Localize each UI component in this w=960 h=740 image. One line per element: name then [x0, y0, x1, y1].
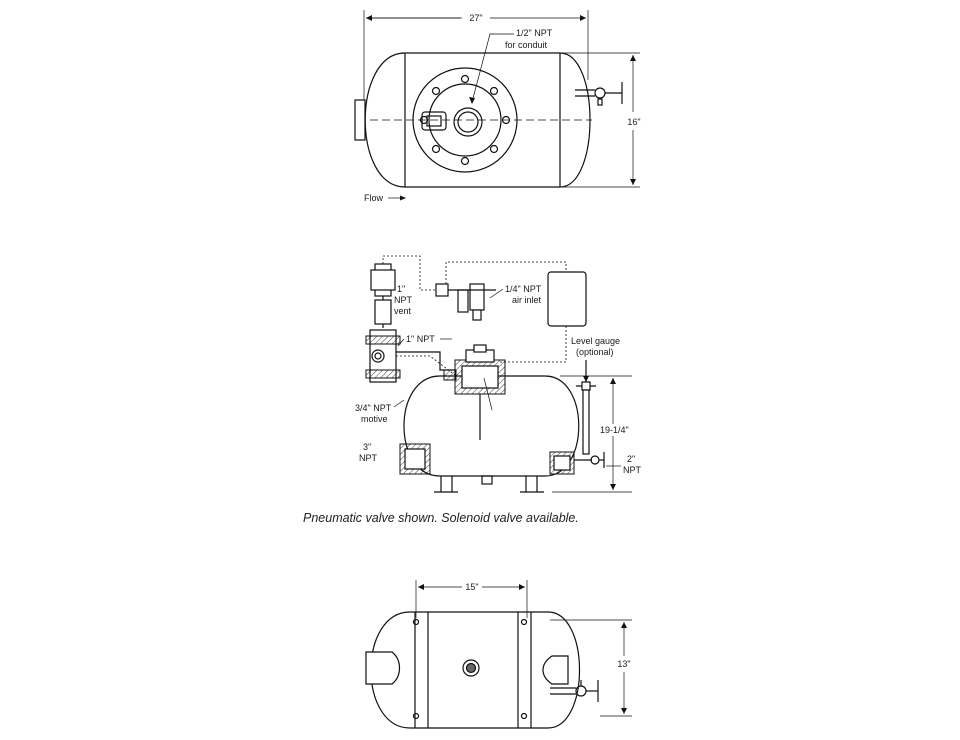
bottom-drain-port [462, 659, 480, 677]
top-flange-bolts [419, 74, 511, 166]
top-center-port-inner [457, 111, 479, 133]
side-valve-head [443, 344, 506, 440]
top-flow-label: Flow [364, 193, 384, 203]
outlet-label-2: NPT [623, 465, 642, 475]
top-conduit-leader [471, 33, 514, 103]
inlet-label-1: 3" [363, 442, 371, 452]
side-view: 1" NPT vent 1/4" NPT air inlet 1" NPT Le… [355, 255, 642, 493]
caption: Pneumatic valve shown. Solenoid valve av… [303, 511, 579, 525]
bottom-bolt-holes [412, 618, 528, 720]
side-air-tube-2 [445, 261, 567, 288]
bottom-dim-height: 13" [617, 659, 630, 669]
motive-label-1: 3/4" NPT [355, 403, 392, 413]
vent-label-1: 1" [397, 284, 405, 294]
motive-label-2: motive [361, 414, 388, 424]
top-flange-inner [428, 83, 502, 157]
top-dim-height: 16" [627, 117, 640, 127]
side-dim-height: 19-1/4" [600, 425, 629, 435]
side-air-tube-1 [382, 255, 436, 291]
bottom-tank-outline [370, 611, 580, 729]
side-control-box [547, 271, 587, 327]
top-flange-outer [412, 67, 518, 173]
motive-leader [393, 399, 405, 408]
top-center-port [453, 107, 483, 137]
bottom-view: 15" 13" [365, 580, 632, 729]
side-air-regulator [435, 283, 496, 321]
side-leg-right [520, 476, 544, 493]
top-view: 27" 1/2" NPT for conduit 16" Flow [354, 10, 641, 203]
air-inlet-label-2: air inlet [512, 295, 542, 305]
top-conduit-label-1: 1/2" NPT [516, 28, 553, 38]
side-level-gauge [576, 360, 596, 455]
air-inlet-leader [489, 288, 504, 299]
top-inlet-nozzle [354, 99, 366, 141]
side-air-tube-3 [500, 326, 567, 363]
top-conduit-label-2: for conduit [505, 40, 548, 50]
level-gauge-label-2: (optional) [576, 347, 614, 357]
npt-1-label: 1" NPT [406, 334, 435, 344]
vent-label-2: NPT [394, 295, 413, 305]
side-motive-pipe [396, 351, 456, 371]
side-actuator [365, 263, 401, 383]
top-valve-box-inner [426, 115, 442, 127]
top-gauge-valve [575, 82, 623, 106]
top-dim-length: 27" [469, 13, 482, 23]
bottom-gauge-valve [550, 680, 599, 702]
side-tank-outline [403, 375, 580, 477]
bottom-dim-width: 15" [465, 582, 478, 592]
vent-label-3: vent [394, 306, 412, 316]
bottom-outlet-nozzle [542, 655, 569, 685]
bottom-inlet-nozzle [365, 651, 401, 685]
inlet-label-2: NPT [359, 453, 378, 463]
top-tank-outline [364, 52, 591, 188]
outlet-label-1: 2" [627, 454, 635, 464]
top-valve-box [421, 111, 447, 131]
level-gauge-label-1: Level gauge [571, 336, 620, 346]
side-drain [481, 475, 493, 485]
side-leg-left [434, 476, 458, 493]
air-inlet-label-1: 1/4" NPT [505, 284, 542, 294]
